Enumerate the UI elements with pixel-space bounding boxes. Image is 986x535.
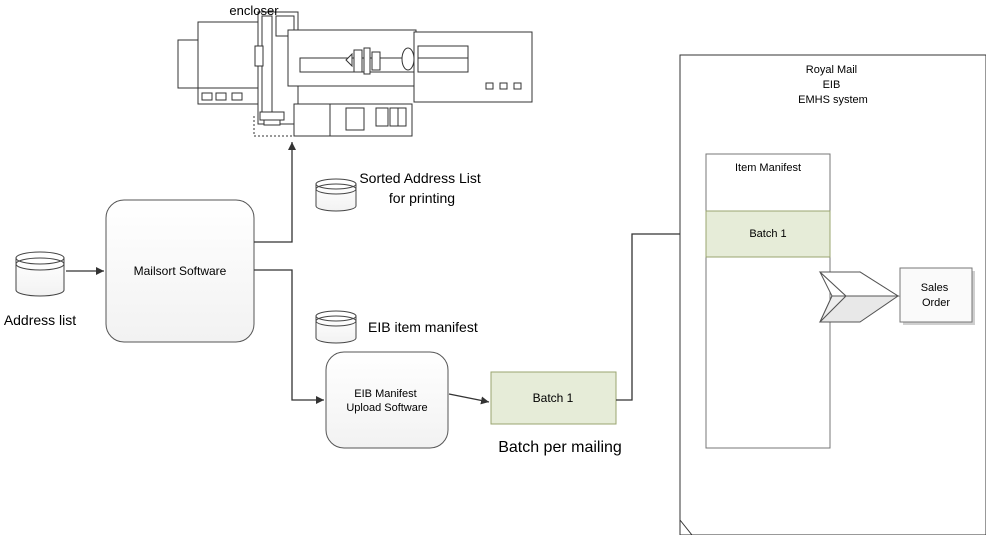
eib-upload-software-box	[325, 351, 449, 449]
batch-label: Batch 1	[533, 391, 574, 405]
eib-upload-line2: Upload Software	[346, 402, 427, 414]
sorted-address-list-line1: Sorted Address List	[359, 170, 481, 186]
connector-mailsort-to-encloser	[254, 142, 296, 243]
connector-upload-to-batch	[448, 393, 490, 405]
sales-order-label: Sales Order	[921, 282, 952, 309]
sorted-address-list-line2: for printing	[389, 190, 455, 206]
address-list-database-icon	[15, 251, 65, 297]
royal-mail-line2: EIB	[823, 79, 841, 91]
connector-batch-to-emhs	[616, 230, 704, 401]
mailsort-software-label: Mailsort Software	[134, 264, 227, 278]
sales-order-line1: Sales	[921, 282, 949, 294]
eib-upload-software-label: EIB Manifest Upload Software	[346, 388, 427, 414]
address-list-label: Address list	[4, 312, 76, 328]
sorted-address-list-database-icon	[315, 178, 357, 212]
royal-mail-emhs-label: Royal Mail EIB EMHS system	[798, 64, 868, 106]
royal-mail-line3: EMHS system	[798, 94, 868, 106]
transfer-arrow-icon	[818, 271, 900, 323]
eib-item-manifest-database-icon	[315, 310, 357, 344]
item-manifest-box	[705, 153, 831, 449]
sales-order-box	[899, 267, 973, 323]
item-manifest-batch-label: Batch 1	[749, 228, 786, 240]
eib-upload-line1: EIB Manifest	[354, 388, 416, 400]
item-manifest-batch-box	[705, 210, 831, 258]
mailsort-software-box	[105, 199, 255, 343]
royal-mail-line1: Royal Mail	[806, 64, 857, 76]
eib-item-manifest-label: EIB item manifest	[368, 319, 478, 335]
encloser-label: encloser	[229, 3, 279, 18]
batch-per-mailing-caption: Batch per mailing	[498, 439, 622, 456]
batch-box	[490, 371, 617, 425]
sales-order-line2: Order	[922, 297, 950, 309]
sorted-address-list-label: Sorted Address List for printing	[359, 170, 484, 206]
encloser-machine-icon	[177, 11, 533, 137]
connector-mailsort-to-eib-upload	[254, 269, 324, 404]
item-manifest-label: Item Manifest	[735, 162, 801, 174]
